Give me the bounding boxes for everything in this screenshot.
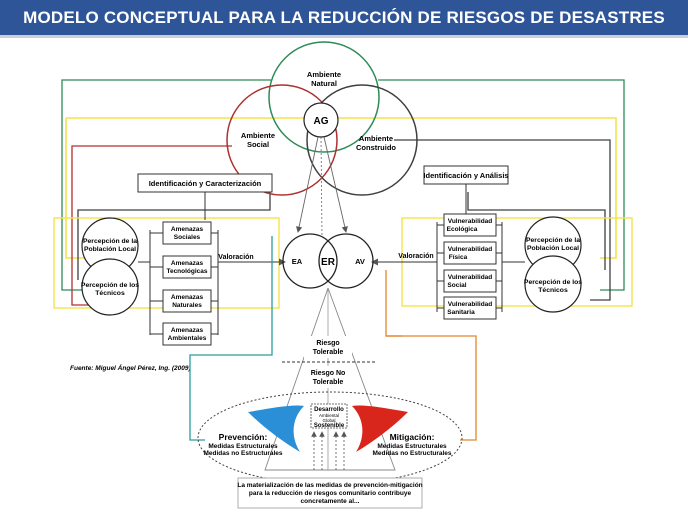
- vuln-3-a: Vulnerabilidad: [448, 301, 493, 308]
- desarrollo-2: Ambiental: [319, 413, 339, 418]
- er-triangle: [264, 287, 396, 471]
- loop-green-right: [378, 79, 625, 291]
- prevencion-line-1: Medidas Estructurales: [208, 443, 278, 450]
- title-banner: MODELO CONCEPTUAL PARA LA REDUCCIÓN DE R…: [0, 0, 688, 38]
- label-ea: EA: [292, 257, 303, 266]
- loop-yellow: [65, 118, 84, 259]
- desarrollo-3: Global: [322, 418, 335, 423]
- vuln-3-b: Sanitaria: [447, 309, 475, 316]
- label-construido-2: Construido: [356, 143, 396, 152]
- left-tecnicos-1: Percepción de los: [81, 282, 139, 289]
- right-header: Identificación y Análisis: [423, 171, 508, 180]
- amenaza-1-b: Tecnológicas: [166, 268, 207, 275]
- vuln-1-a: Vulnerabilidad: [448, 246, 493, 253]
- desarrollo-1: Desarrollo: [314, 407, 344, 413]
- right-tecnicos-2: Técnicos: [538, 287, 568, 294]
- label-natural-2: Natural: [311, 79, 337, 88]
- circle-ambiente-construido: [306, 84, 418, 196]
- amenaza-3-a: Amenazas: [171, 327, 204, 334]
- label-natural-1: Ambiente: [307, 70, 341, 79]
- mitigacion-title: Mitigación:: [390, 432, 435, 442]
- circle-left-tecnicos: [81, 258, 139, 316]
- vuln-1-b: Física: [449, 254, 468, 261]
- label-ag: AG: [314, 116, 329, 127]
- bottom-note-3: concretamente al...: [301, 498, 360, 505]
- label-construido-1: Ambiente: [359, 134, 393, 143]
- riesgo-no-tolerable-2: Tolerable: [313, 379, 344, 386]
- amenaza-0-b: Sociales: [174, 234, 201, 241]
- amenaza-2-a: Amenazas: [171, 294, 204, 301]
- loop-green: [61, 79, 271, 291]
- left-poblacion-2: Población Local: [84, 246, 136, 253]
- prevencion-title: Prevención:: [219, 432, 268, 442]
- line-ag-av: [323, 136, 348, 233]
- circle-av: [318, 233, 374, 289]
- vuln-0-a: Vulnerabilidad: [448, 218, 493, 225]
- mitigacion-line-1: Medidas Estructurales: [377, 443, 447, 450]
- label-er: ER: [321, 257, 336, 268]
- circle-ambiente-social: [226, 84, 338, 196]
- left-header: Identificación y Caracterización: [149, 179, 262, 188]
- label-social-2: Social: [247, 140, 269, 149]
- amenaza-0-a: Amenazas: [171, 226, 204, 233]
- line-ag-er: [320, 136, 323, 237]
- desarrollo-box: [310, 403, 348, 429]
- desarrollo-4: Sostenible: [314, 423, 345, 429]
- loop-gray-right: [467, 192, 606, 270]
- vuln-2-a: Vulnerabilidad: [448, 274, 493, 281]
- vuln-2-b: Social: [447, 282, 466, 289]
- riesgo-tolerable-2: Tolerable: [313, 349, 344, 356]
- orange-connector: [385, 270, 477, 441]
- fuente-credit: Fuente: Miguel Ángel Pérez, Ing. (2009): [70, 363, 191, 372]
- riesgo-tolerable-1: Riesgo: [316, 340, 339, 347]
- left-tecnicos-2: Técnicos: [95, 290, 125, 297]
- riesgo-no-tolerable-bg: [302, 366, 354, 388]
- loop-red: [71, 145, 232, 306]
- mitigacion-shape: [352, 405, 408, 452]
- page-title: MODELO CONCEPTUAL PARA LA REDUCCIÓN DE R…: [23, 7, 665, 27]
- prevencion-line-2: Medidas no Estructurales: [203, 450, 282, 457]
- vuln-0-b: Ecológica: [447, 226, 478, 233]
- loop-yellow-top: [66, 117, 617, 259]
- right-tecnicos-1: Percepción de los: [524, 279, 582, 286]
- riesgo-tolerable-bg: [304, 336, 352, 358]
- bottom-note-box: [237, 477, 423, 509]
- label-social-1: Ambiente: [241, 131, 275, 140]
- left-valoracion: Valoración: [218, 254, 253, 261]
- mitigacion-line-2: Medidas no Estructurales: [372, 450, 451, 457]
- left-poblacion-1: Percepción de la: [83, 238, 137, 245]
- label-av: AV: [355, 257, 365, 266]
- right-poblacion-2: Población Local: [527, 245, 579, 252]
- line-ag-ea: [296, 136, 319, 233]
- bottom-note-1: La materialización de las medidas de pre…: [237, 482, 422, 489]
- amenaza-1-a: Amenazas: [171, 260, 204, 267]
- right-valoracion: Valoración: [398, 253, 433, 260]
- loop-red-right: [394, 139, 611, 301]
- circle-right-tecnicos: [524, 255, 582, 313]
- right-poblacion-1: Percepción de la: [526, 237, 580, 244]
- prevencion-shape: [248, 405, 304, 452]
- amenaza-2-b: Naturales: [172, 302, 202, 309]
- teal-connector: [189, 236, 273, 441]
- circle-ambiente-natural: [268, 41, 380, 153]
- riesgo-no-tolerable-1: Riesgo No: [311, 370, 346, 377]
- bottom-note-2: para la reducción de riesgos comunitario…: [249, 490, 412, 497]
- amenaza-3-b: Ambientales: [168, 335, 207, 342]
- circle-ea: [282, 233, 338, 289]
